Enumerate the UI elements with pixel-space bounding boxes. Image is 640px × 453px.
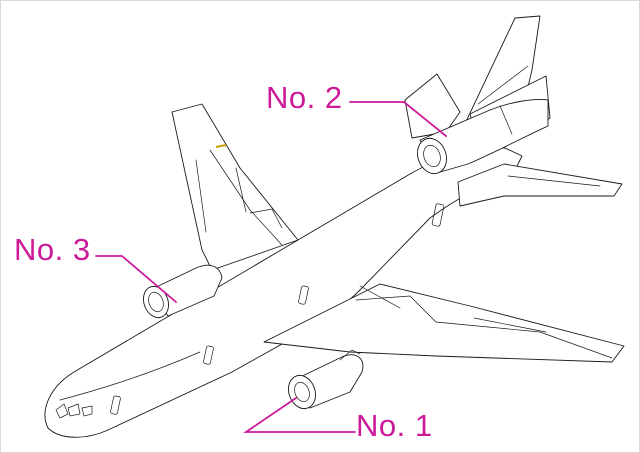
engine-label-no3: No. 3 xyxy=(14,232,91,267)
engine-label-no1: No. 1 xyxy=(356,408,433,443)
left-stabilizer xyxy=(404,73,461,139)
left-wing xyxy=(171,103,299,271)
right-wing xyxy=(263,283,625,363)
leader-no3 xyxy=(95,255,177,303)
engine-no2 xyxy=(417,99,549,175)
fuselage xyxy=(44,147,523,438)
right-stabilizer xyxy=(457,163,623,207)
leader-no2 xyxy=(349,101,447,137)
engine-no1 xyxy=(288,349,364,410)
leader-no1 xyxy=(243,397,356,433)
engine-label-no2: No. 2 xyxy=(266,80,343,115)
leader-lines xyxy=(95,101,447,433)
engine-no3 xyxy=(143,264,223,319)
